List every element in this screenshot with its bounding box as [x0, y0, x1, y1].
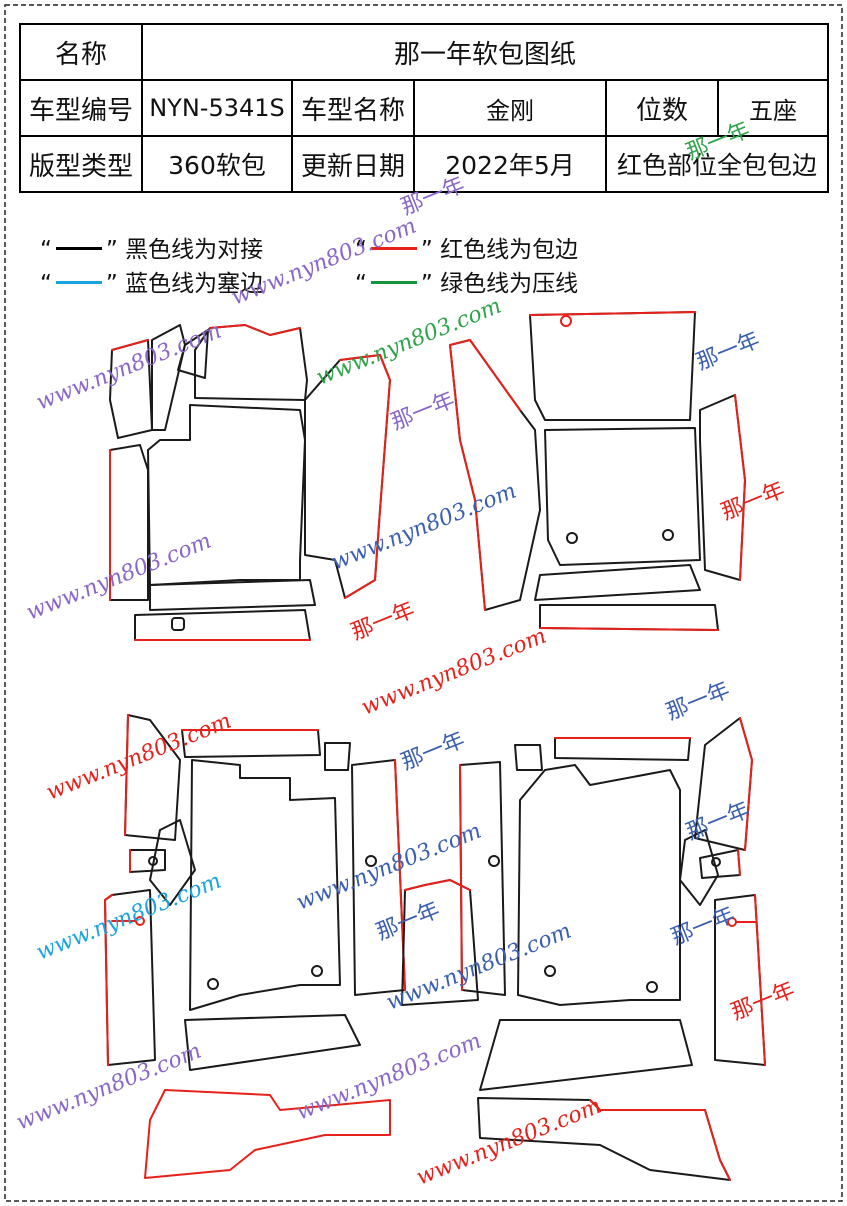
pattern-piece: [144, 1089, 391, 1179]
watermark-brand: 那一年: [398, 728, 469, 776]
pattern-piece: [151, 324, 186, 431]
pattern-piece: [147, 404, 306, 586]
model-code-label: 车型编号: [19, 79, 143, 137]
legend-black-text: 黑色线为对接: [125, 237, 264, 263]
front-left-pattern-group: [109, 324, 391, 641]
model-code: NYN-5341S: [141, 79, 293, 137]
pattern-piece: [149, 579, 316, 611]
template-type: 360软包: [141, 135, 293, 193]
legend-blue-text: 蓝色线为塞边: [125, 271, 264, 297]
watermark-site: www.nyn803.com: [293, 819, 485, 916]
watermark-brand: 那一年: [388, 388, 459, 436]
pattern-piece: [517, 764, 681, 1006]
watermark-brand: 那一年: [718, 478, 789, 526]
pattern-piece: [149, 819, 196, 906]
watermark-site: www.nyn803.com: [228, 214, 420, 311]
name-label: 名称: [19, 23, 143, 81]
watermark-site: www.nyn803.com: [33, 319, 225, 416]
watermark-brand: 那一年: [693, 328, 764, 376]
watermark-site: www.nyn803.com: [13, 1039, 205, 1136]
legend-red-text: 红色线为包边: [440, 237, 579, 263]
watermark-site: www.nyn803.com: [313, 294, 505, 391]
pattern-piece: [544, 427, 701, 566]
legend-blue: “” 蓝色线为塞边: [40, 271, 264, 297]
spec-table: 名称 那一年软包图纸 车型编号 NYN-5341S 车型名称 金刚 位数 五座 …: [19, 23, 829, 193]
watermark-brand: 那一年: [683, 118, 754, 166]
pattern-piece: [534, 564, 701, 601]
pattern-piece: [554, 737, 691, 761]
watermark-brand: 那一年: [348, 598, 419, 646]
legend-green: “” 绿色线为压线: [355, 271, 579, 297]
watermark-brand: 那一年: [668, 903, 739, 951]
watermark-brand: 那一年: [373, 898, 444, 946]
watermark-brand: 那一年: [683, 798, 754, 846]
seats-label: 位数: [605, 79, 719, 137]
seats-value: 五座: [717, 79, 829, 137]
legend-blue-swatch: [55, 281, 102, 284]
drawing-title: 那一年软包图纸: [141, 23, 829, 81]
model-name: 金刚: [413, 79, 607, 137]
watermark-site: www.nyn803.com: [23, 529, 215, 626]
pattern-piece: [177, 329, 209, 379]
template-type-label: 版型类型: [19, 135, 143, 193]
legend-green-text: 绿色线为压线: [440, 271, 579, 297]
coverage-note: 红色部位全包包边: [605, 135, 829, 193]
watermark-site: www.nyn803.com: [33, 869, 225, 966]
watermark-site: www.nyn803.com: [293, 1029, 485, 1126]
pattern-piece: [514, 744, 543, 771]
watermark-brand: 那一年: [663, 678, 734, 726]
pattern-piece: [129, 849, 166, 873]
pattern-piece: [539, 604, 719, 631]
update-date-label: 更新日期: [291, 135, 415, 193]
rear-left-pattern-group: [104, 714, 406, 1179]
pattern-piece: [134, 609, 311, 641]
legend-green-swatch: [370, 281, 417, 284]
rear-right-pattern-group: [459, 717, 766, 1181]
watermark-site: www.nyn803.com: [413, 1094, 605, 1191]
legend-red: “” 红色线为包边: [355, 237, 579, 263]
pattern-piece: [449, 339, 541, 611]
legend-red-swatch: [370, 247, 417, 250]
pattern-piece: [479, 1019, 693, 1091]
pattern-piece: [189, 759, 341, 1011]
watermarks: www.nyn803.com 那一年 www.nyn803.com 那一年 那一…: [13, 118, 799, 1191]
pattern-piece: [184, 1014, 361, 1071]
watermark-site: www.nyn803.com: [358, 624, 550, 721]
watermark-site: www.nyn803.com: [328, 479, 520, 576]
legend-black-swatch: [55, 247, 102, 250]
front-right-pattern-group: [449, 311, 746, 631]
model-name-label: 车型名称: [291, 79, 415, 137]
legend-black: “” 黑色线为对接: [40, 237, 264, 263]
pattern-piece: [324, 742, 351, 771]
update-date: 2022年5月: [413, 135, 607, 193]
pattern-piece: [679, 829, 719, 906]
pattern-piece: [529, 311, 696, 421]
